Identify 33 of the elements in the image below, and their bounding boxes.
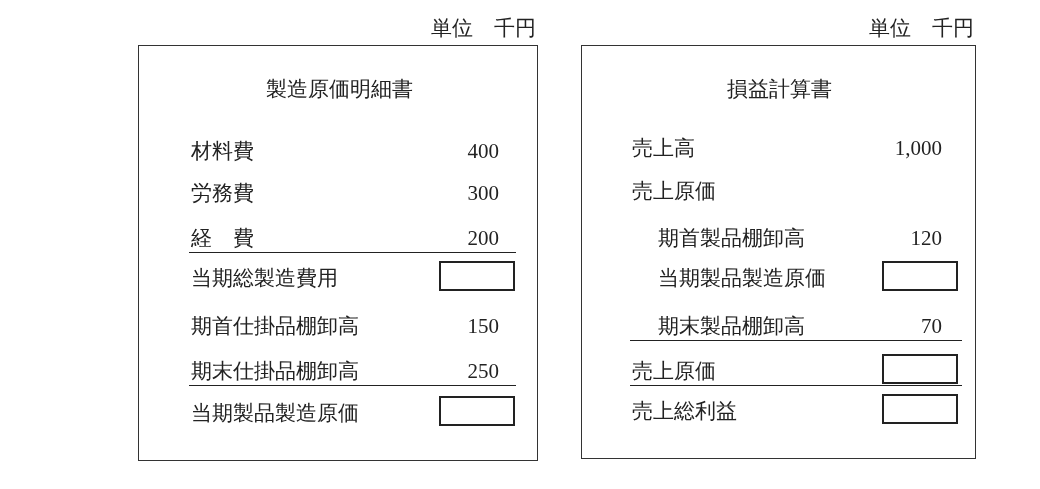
row-label: 売上原価 <box>632 358 716 384</box>
amount-value: 400 <box>467 138 499 164</box>
row-label: 期末仕掛品棚卸高 <box>191 358 359 384</box>
answer-box <box>439 396 515 426</box>
row-label: 当期製品製造原価 <box>191 400 359 426</box>
answer-box <box>882 261 958 291</box>
amount-value: 70 <box>921 313 942 339</box>
amount-value: 120 <box>910 225 942 251</box>
row-label: 当期総製造費用 <box>191 265 338 291</box>
row-label: 材料費 <box>191 138 254 164</box>
amount-value: 300 <box>467 180 499 206</box>
row-label: 売上総利益 <box>632 398 737 424</box>
statement-panel <box>581 45 976 459</box>
answer-box <box>882 394 958 424</box>
answer-box <box>882 354 958 384</box>
statement-title: 製造原価明細書 <box>264 76 414 102</box>
statement-title: 損益計算書 <box>726 76 833 102</box>
row-label: 期首仕掛品棚卸高 <box>191 313 359 339</box>
answer-box <box>439 261 515 291</box>
amount-value: 250 <box>467 358 499 384</box>
row-label: 労務費 <box>191 180 254 206</box>
amount-value: 200 <box>467 225 499 251</box>
unit-note: 単位 千円 <box>431 15 536 41</box>
amount-value: 150 <box>467 313 499 339</box>
row-label: 経 費 <box>191 225 254 251</box>
row-label: 売上高 <box>632 135 695 161</box>
row-label: 売上原価 <box>632 178 716 204</box>
unit-note: 単位 千円 <box>869 15 974 41</box>
statement-panel <box>138 45 538 461</box>
row-label: 期首製品棚卸高 <box>658 225 805 251</box>
row-label: 期末製品棚卸高 <box>658 313 805 339</box>
amount-value: 1,000 <box>894 135 942 161</box>
row-label: 当期製品製造原価 <box>658 265 826 291</box>
